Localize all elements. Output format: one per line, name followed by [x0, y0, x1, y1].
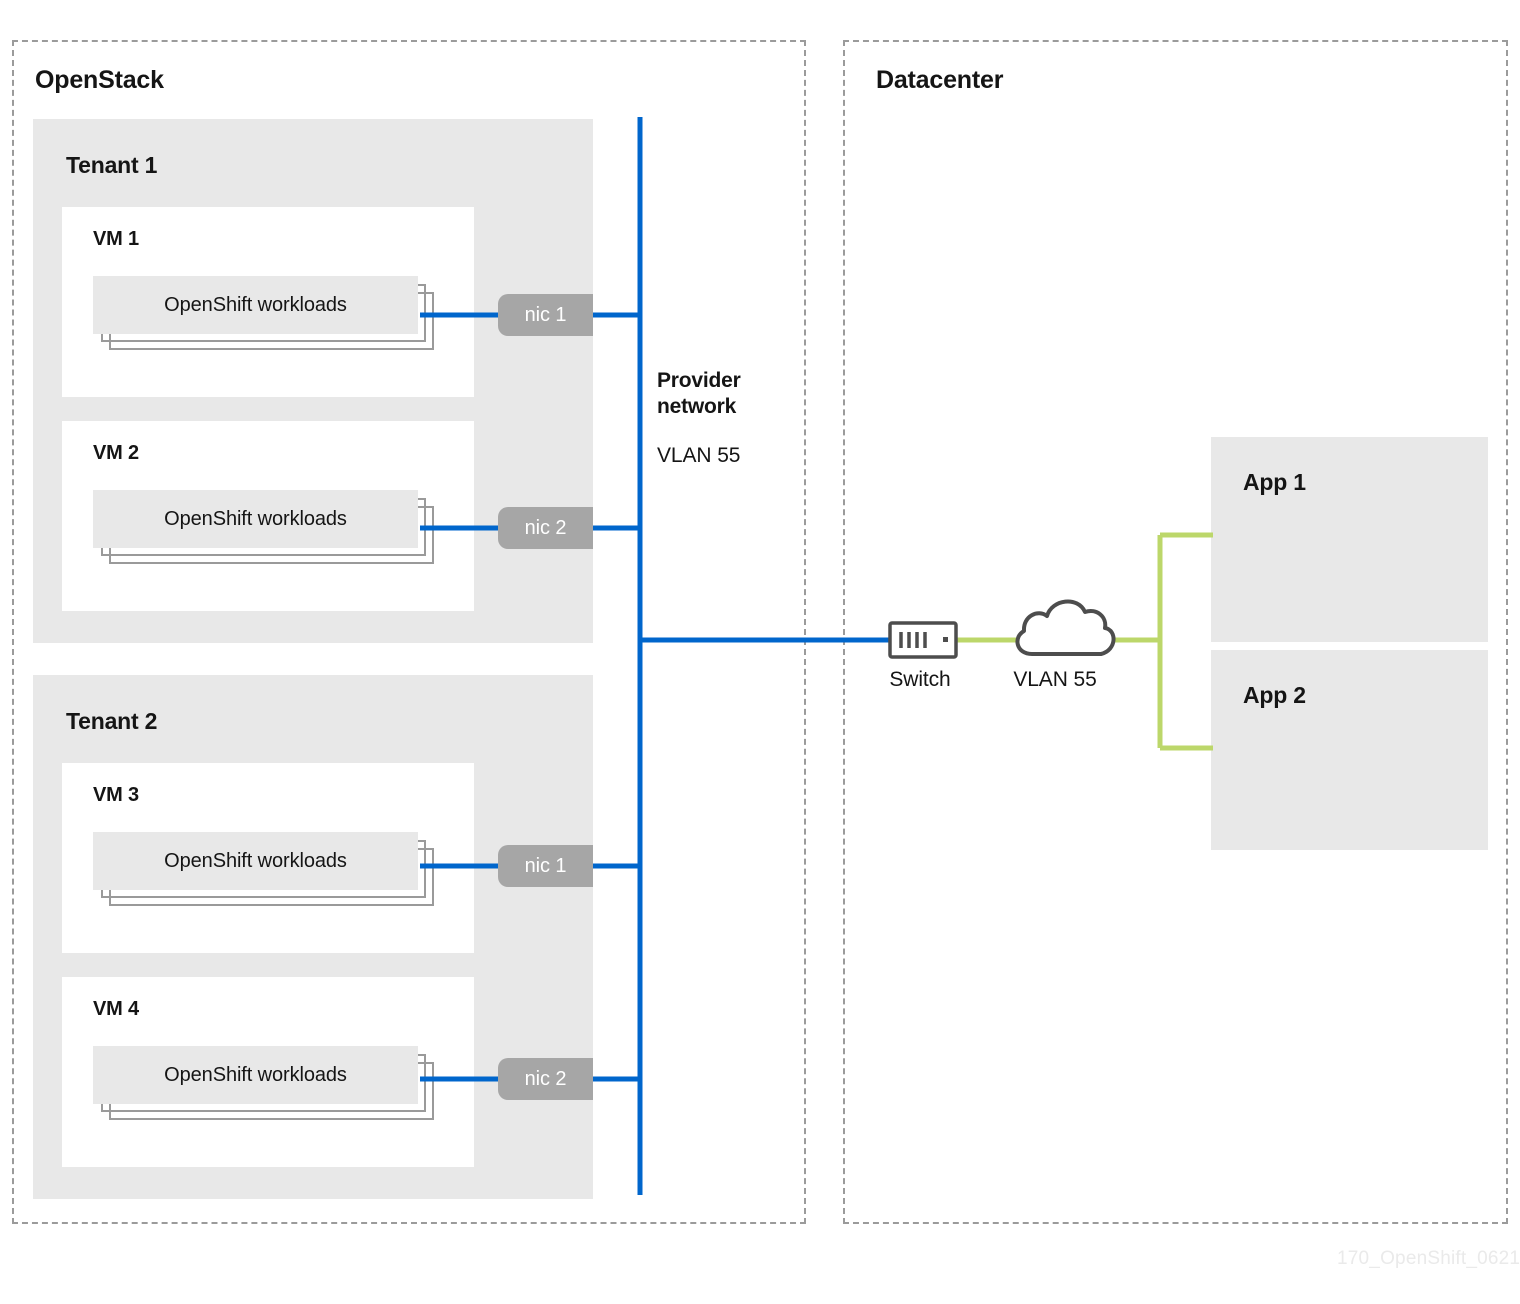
vm-3-workload-stack: OpenShift workloads — [93, 832, 434, 906]
tenant-1-panel: Tenant 1 VM 1 OpenShift workloads VM 2 O… — [33, 119, 593, 643]
zone-datacenter — [843, 40, 1508, 1224]
vm-2-workload-stack: OpenShift workloads — [93, 490, 434, 564]
vm-3-card: VM 3 OpenShift workloads — [62, 763, 474, 953]
tenant-2-panel: Tenant 2 VM 3 OpenShift workloads VM 4 O… — [33, 675, 593, 1199]
vm-2-workload-label: OpenShift workloads — [164, 507, 347, 530]
vm-1-title: VM 1 — [93, 228, 139, 250]
vm-4-title: VM 4 — [93, 998, 139, 1020]
vm-4-workload-stack: OpenShift workloads — [93, 1046, 434, 1120]
app-2-title: App 2 — [1243, 682, 1306, 708]
provider-network-label: Provider network VLAN 55 — [657, 368, 807, 468]
vm-1-workload-stack: OpenShift workloads — [93, 276, 434, 350]
vm-4-workload-label: OpenShift workloads — [164, 1063, 347, 1086]
app-1-title: App 1 — [1243, 469, 1306, 495]
vm-2-card: VM 2 OpenShift workloads — [62, 421, 474, 611]
openstack-zone-title: OpenStack — [35, 66, 164, 94]
app-1-box: App 1 — [1211, 437, 1488, 642]
provider-network-title-line-2: network — [657, 395, 737, 418]
app-2-box: App 2 — [1211, 650, 1488, 850]
vm-2-title: VM 2 — [93, 442, 139, 464]
vm-3-workload-label: OpenShift workloads — [164, 849, 347, 872]
provider-network-title-line-1: Provider — [657, 369, 741, 392]
zone-openstack — [12, 40, 806, 1224]
vm-1-workload-label: OpenShift workloads — [164, 293, 347, 316]
nic-badge-vm-3[interactable]: nic 1 — [498, 845, 593, 887]
workload-card: OpenShift workloads — [93, 276, 418, 334]
watermark: 170_OpenShift_0621 — [1337, 1248, 1520, 1269]
vm-4-card: VM 4 OpenShift workloads — [62, 977, 474, 1167]
workload-card: OpenShift workloads — [93, 832, 418, 890]
tenant-2-title: Tenant 2 — [66, 708, 158, 734]
tenant-1-title: Tenant 1 — [66, 152, 158, 178]
switch-label: Switch — [889, 668, 951, 691]
workload-card: OpenShift workloads — [93, 1046, 418, 1104]
nic-badge-vm-2[interactable]: nic 2 — [498, 507, 593, 549]
nic-badge-vm-4[interactable]: nic 2 — [498, 1058, 593, 1100]
workload-card: OpenShift workloads — [93, 490, 418, 548]
vm-1-card: VM 1 OpenShift workloads — [62, 207, 474, 397]
vm-3-title: VM 3 — [93, 784, 139, 806]
provider-network-vlan: VLAN 55 — [657, 444, 741, 467]
nic-badge-vm-1[interactable]: nic 1 — [498, 294, 593, 336]
cloud-vlan-label: VLAN 55 — [1013, 668, 1097, 691]
datacenter-zone-title: Datacenter — [876, 66, 1004, 94]
